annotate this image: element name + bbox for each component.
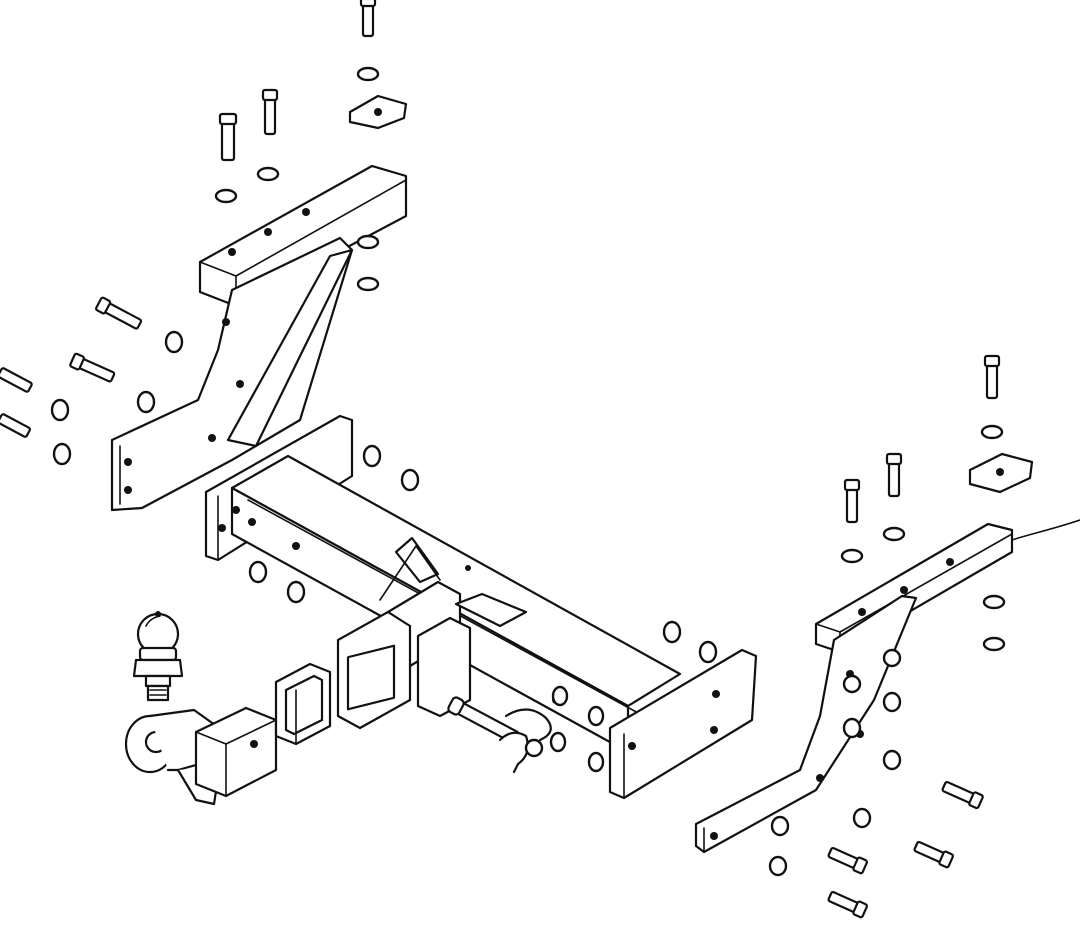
bolts-side-left bbox=[0, 296, 143, 438]
right-mounting-bracket bbox=[694, 522, 1014, 854]
bolts-top-right bbox=[843, 354, 1001, 524]
ball-mount-drawbar bbox=[124, 706, 278, 806]
bolts-top-left bbox=[218, 0, 377, 162]
bolts-side-right bbox=[827, 780, 984, 919]
crossmember-receiver-tube bbox=[204, 414, 758, 800]
nuts-right-bracket bbox=[768, 424, 1006, 877]
nuts-left-bracket bbox=[50, 66, 380, 466]
wiring-lead bbox=[1011, 519, 1080, 541]
spacer-plate-right bbox=[968, 452, 1034, 494]
nuts-crossmember bbox=[248, 444, 718, 773]
left-mounting-bracket bbox=[110, 164, 408, 512]
hitch-pin-and-clip bbox=[447, 696, 552, 774]
spacer-plate-left bbox=[348, 94, 408, 130]
receiver-cover-cap bbox=[274, 662, 332, 746]
tow-ball bbox=[132, 611, 184, 702]
